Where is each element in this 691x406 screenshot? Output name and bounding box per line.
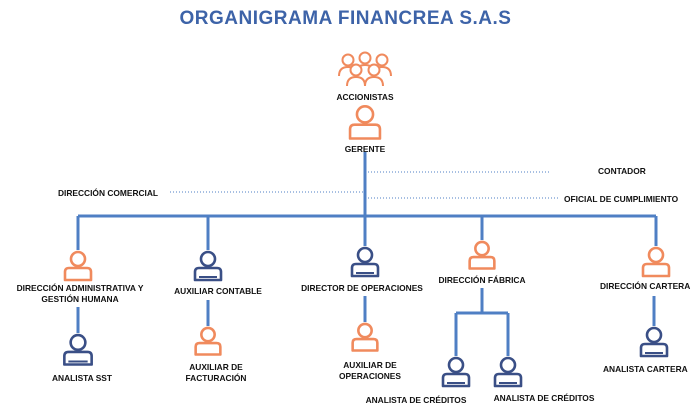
group-icon: [338, 51, 392, 87]
label-auxiliar-operaciones: AUXILIAR DE OPERACIONES: [339, 360, 401, 381]
person-icon-auxiliar-contable: [193, 250, 223, 282]
person-icon-analista-creditos-1: [441, 356, 471, 388]
label-gerente: GERENTE: [344, 144, 386, 154]
label-contador: CONTADOR: [598, 166, 646, 176]
label-director-operaciones: DIRECTOR DE OPERACIONES: [301, 283, 423, 293]
connector-lines: [76, 152, 658, 356]
person-icon-analista-creditos-2: [493, 356, 523, 388]
person-icon-gerente: [348, 104, 382, 140]
person-icon-auxiliar-operaciones: [351, 322, 379, 352]
label-analista-sst: ANALISTA SST: [51, 373, 113, 383]
label-auxiliar-contable: AUXILIAR CONTABLE: [174, 286, 262, 296]
page-title: ORGANIGRAMA FINANCREA S.A.S: [179, 8, 512, 29]
person-icon-direccion-cartera: [641, 246, 671, 278]
label-analista-creditos-1: ANALISTA DE CRÉDITOS: [365, 395, 467, 405]
person-icon-direccion-fabrica: [468, 240, 496, 270]
label-oficial-cumplimiento: OFICIAL DE CUMPLIMIENTO: [564, 194, 679, 204]
label-direccion-fabrica: DIRECCIÓN FÁBRICA: [438, 275, 526, 285]
person-icon-auxiliar-facturacion: [194, 326, 222, 356]
label-direccion-cartera: DIRECCIÓN CARTERA: [600, 281, 691, 291]
person-icon-analista-cartera: [639, 326, 669, 358]
label-auxiliar-facturacion: AUXILIAR DE FACTURACIÓN: [185, 362, 247, 383]
label-dir-admin: DIRECCIÓN ADMINISTRATIVA Y GESTIÓN HUMAN…: [16, 283, 144, 304]
person-icon-analista-sst: [63, 333, 93, 366]
label-analista-creditos-2: ANALISTA DE CRÉDITOS: [493, 393, 595, 403]
label-analista-cartera: ANALISTA CARTERA: [603, 364, 688, 374]
person-icon-dir-admin: [63, 250, 93, 282]
person-icon-director-operaciones: [350, 246, 380, 278]
label-accionistas: ACCIONISTAS: [336, 92, 394, 102]
label-direccion-comercial: DIRECCIÓN COMERCIAL: [58, 188, 159, 198]
